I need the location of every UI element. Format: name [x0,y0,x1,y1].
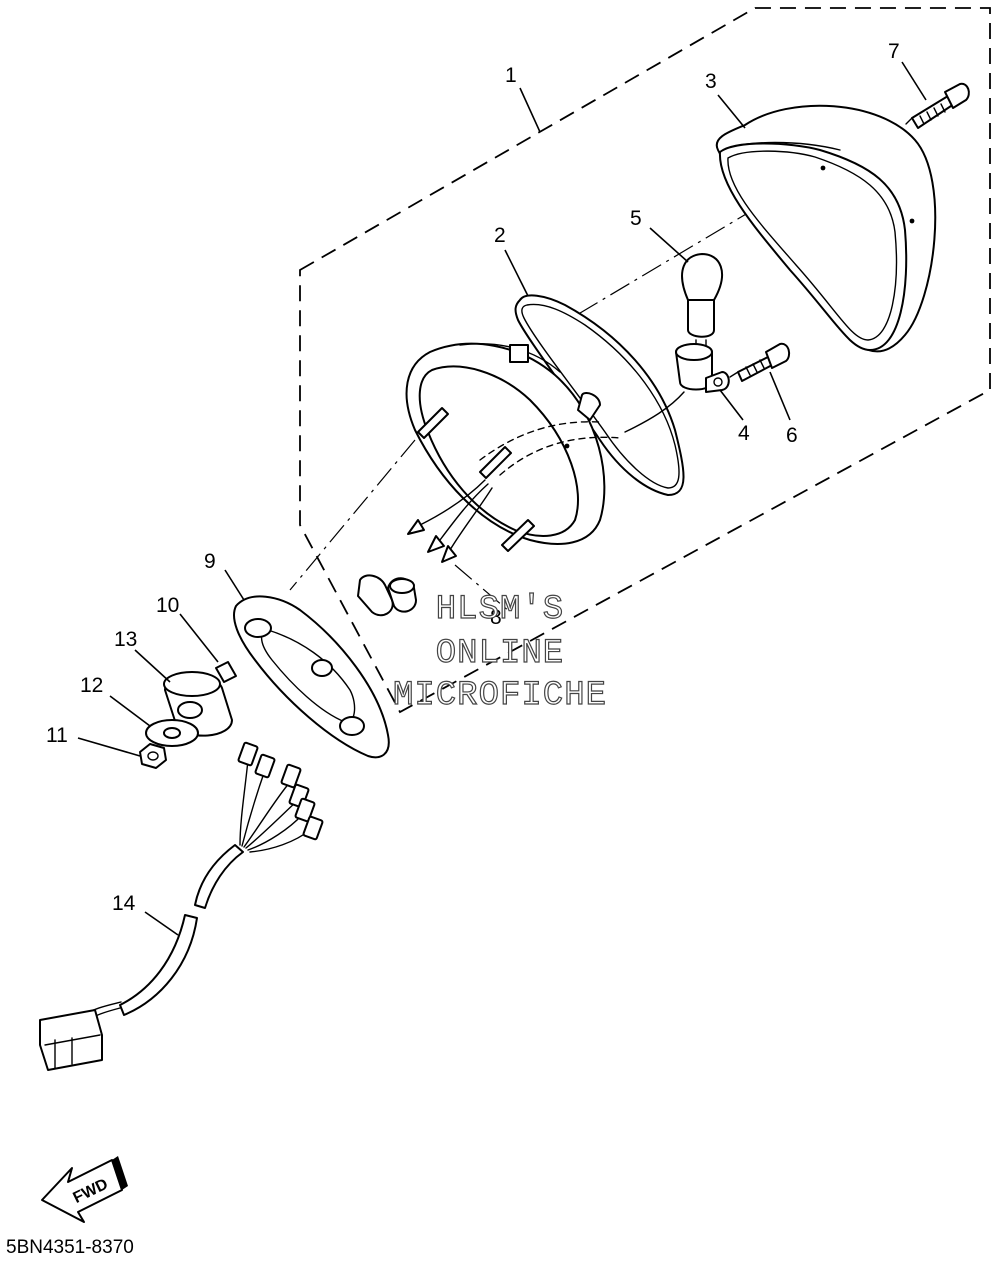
wire-grommet [357,574,417,617]
mounting-bracket [233,595,390,759]
callout-7: 7 [888,40,900,63]
callout-4: 4 [738,422,750,445]
lamp-base-housing [405,342,621,563]
lens-screw [905,82,970,129]
watermark: HLSM'S ONLINE MICROFICHE [392,590,607,715]
bulb-socket [624,343,730,433]
callout-1: 1 [505,64,517,87]
callout-2: 2 [494,224,506,247]
fwd-arrow: FWD [41,1156,128,1223]
callout-6: 6 [786,424,798,447]
leader-lines [77,61,927,936]
socket-screw [729,342,791,382]
watermark-line-3: MICROFICHE [393,677,607,715]
watermark-line-1: HLSM'S [436,591,564,629]
callout-labels: 1 2 3 4 5 6 7 8 9 10 11 12 13 14 [46,40,900,915]
bulb [681,253,723,353]
watermark-line-2: ONLINE [436,635,564,673]
callout-8: 8 [490,606,502,629]
diagram-code: 5BN4351-8370 [6,1237,134,1258]
lens-gasket [514,294,685,496]
callout-14: 14 [112,892,136,915]
collar [215,661,237,683]
nut [139,743,167,769]
callout-13: 13 [114,628,137,651]
tail-lens [715,104,937,353]
wire-harness [39,741,324,1071]
callout-11: 11 [46,724,68,747]
callout-3: 3 [705,70,717,93]
assembly-boundary [299,7,991,714]
callout-9: 9 [204,550,216,573]
callout-5: 5 [630,207,642,230]
callout-10: 10 [156,594,179,617]
washer [145,719,199,747]
callout-12: 12 [80,674,103,697]
